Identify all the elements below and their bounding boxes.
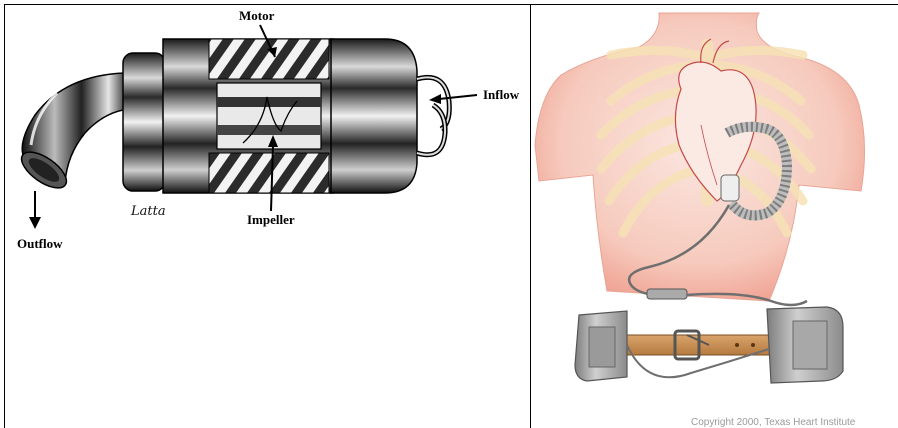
battery-pack-right	[767, 307, 843, 383]
motor-winding-lower	[209, 153, 329, 193]
impeller-label: Impeller	[247, 212, 295, 227]
lvad-implant-illustration: Copyright 2000, Texas Heart Institute	[531, 5, 898, 428]
pump-left-cap	[123, 53, 165, 191]
inflow-label: Inflow	[483, 87, 520, 102]
pump-diagram-panel: Motor Inflow Impeller Outflow Latta	[4, 4, 530, 428]
inflow-cannula	[417, 77, 449, 154]
motor-label: Motor	[239, 8, 275, 23]
outflow-label: Outflow	[17, 236, 63, 251]
rotor-chamber	[217, 83, 321, 149]
implanted-pump	[721, 175, 739, 201]
copyright-notice: Copyright 2000, Texas Heart Institute	[691, 417, 856, 428]
pump-right-cap	[331, 39, 417, 193]
battery-pack-left	[575, 311, 627, 381]
axial-pump-drawing: Motor Inflow Impeller Outflow Latta	[5, 5, 530, 428]
driveline-connector	[647, 289, 687, 299]
implant-illustration-panel: Copyright 2000, Texas Heart Institute	[530, 4, 898, 428]
artist-signature: Latta	[130, 204, 166, 219]
outflow-elbow	[16, 73, 130, 195]
inflow-arrow	[439, 95, 477, 99]
